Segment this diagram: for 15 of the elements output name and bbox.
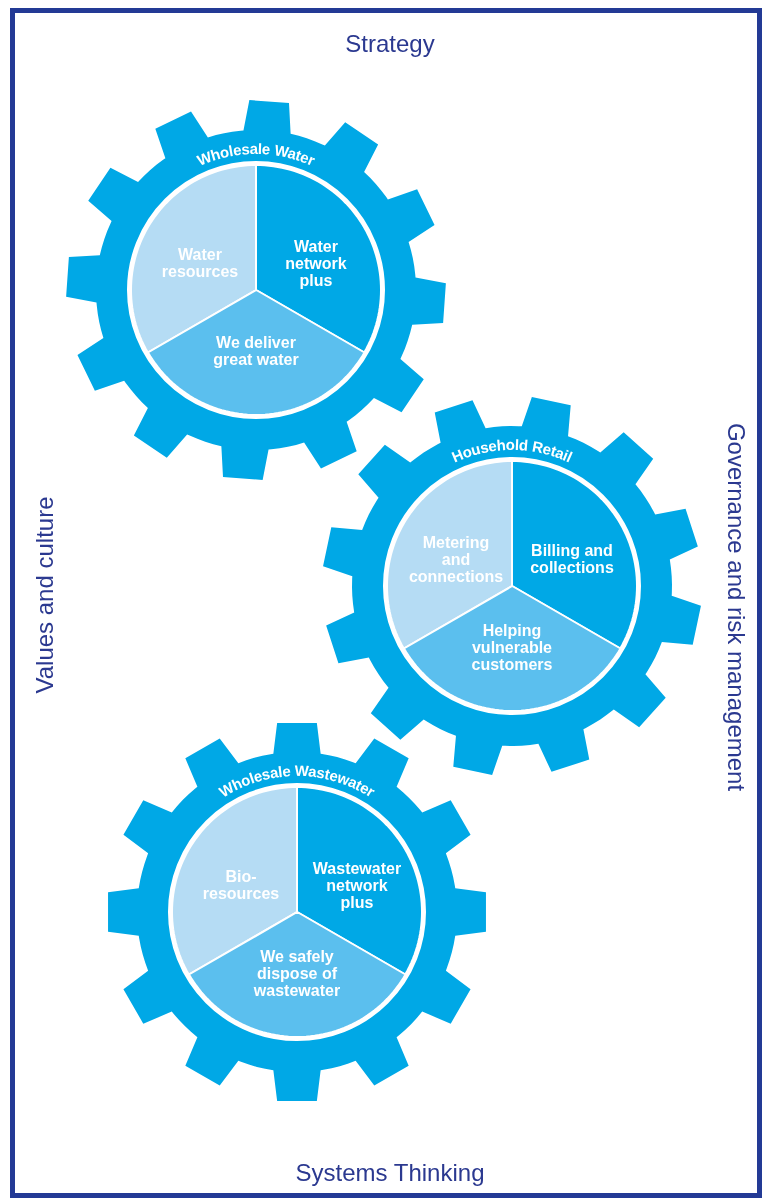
side-label: Systems Thinking [295, 1159, 485, 1187]
gear-label: Household Retail [449, 435, 576, 466]
segment-label: Water network plus [284, 238, 348, 290]
side-label: Values and culture [31, 496, 59, 694]
segment-label: We safely dispose of wastewater [252, 948, 342, 1000]
side-label: Strategy [345, 30, 435, 58]
segment-label: Billing and collections [529, 543, 615, 577]
segment-label: Helping vulnerable customers [470, 622, 554, 674]
segment-label: Bio- resources [201, 869, 281, 903]
segment-label: Water resources [160, 247, 240, 281]
gear-label: Wholesale Water [194, 139, 318, 169]
segment-label: Wastewater network plus [311, 860, 403, 912]
segment-label: We deliver great water [212, 335, 300, 369]
segment-label: Metering and connections [408, 534, 504, 586]
side-label: Governance and risk management [722, 422, 750, 792]
